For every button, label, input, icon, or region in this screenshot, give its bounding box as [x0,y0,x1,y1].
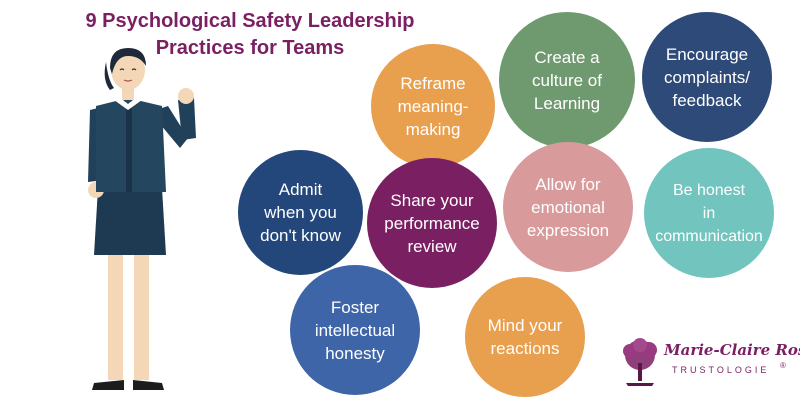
title-line-1: 9 Psychological Safety Leadership [85,10,415,32]
practice-line: feedback [672,90,742,110]
practice-line: Create a [534,47,600,67]
practice-line: Allow for [535,174,601,194]
practice-circle: Create a culture of Learning [499,12,635,148]
practice-circle: Reframe meaning- making [371,44,495,168]
practice-line: Learning [533,93,601,113]
title-line-2: Practices for Teams [155,37,345,59]
practice-line: when you [264,203,337,222]
practice-line: Encourage [665,44,749,64]
practice-line: meaning- [397,96,469,116]
practice-line: Mind your [487,316,563,335]
practice-line: intellectual [314,320,396,340]
logo-tagline: TRUSTOLOGIE [672,365,770,375]
practice-circle: Admit when you don't know [238,150,363,275]
logo-name: Marie-Claire Ross [664,341,800,359]
practice-line: Share your [390,190,474,210]
practice-line: don't know [260,226,341,245]
practice-line: in [702,204,716,222]
practice-circle: Foster intellectual honesty [290,265,420,395]
woman-illustration [88,48,196,390]
practice-circle: Encourage complaints/ feedback [642,12,772,142]
practice-line: Reframe [400,73,466,93]
tree-icon [623,338,657,386]
practice-line: making [405,119,461,139]
practice-line: Be honest [672,181,746,199]
practice-circle: Be honest in communication [644,148,774,278]
practice-line: complaints/ [664,67,750,87]
practice-line: culture of [532,70,602,90]
registered-mark: ® [780,361,786,370]
practice-line: communication [655,227,763,245]
practice-line: expression [526,220,610,240]
practice-line: reactions [490,339,560,358]
practice-line: review [407,236,457,256]
practice-line: Admit [278,180,323,199]
page-title: 9 Psychological Safety Leadership Practi… [60,8,440,62]
practice-circle: Share your performance review [367,158,497,288]
practice-circle: Mind your reactions [465,277,585,397]
practice-circle: Allow for emotional expression [503,142,633,272]
practice-line: emotional [531,197,605,217]
practice-line: Foster [330,297,380,317]
brand-logo: Marie-Claire Ross TRUSTOLOGIE ® [612,335,800,395]
practice-line: honesty [325,343,385,363]
practice-line: performance [384,213,480,233]
